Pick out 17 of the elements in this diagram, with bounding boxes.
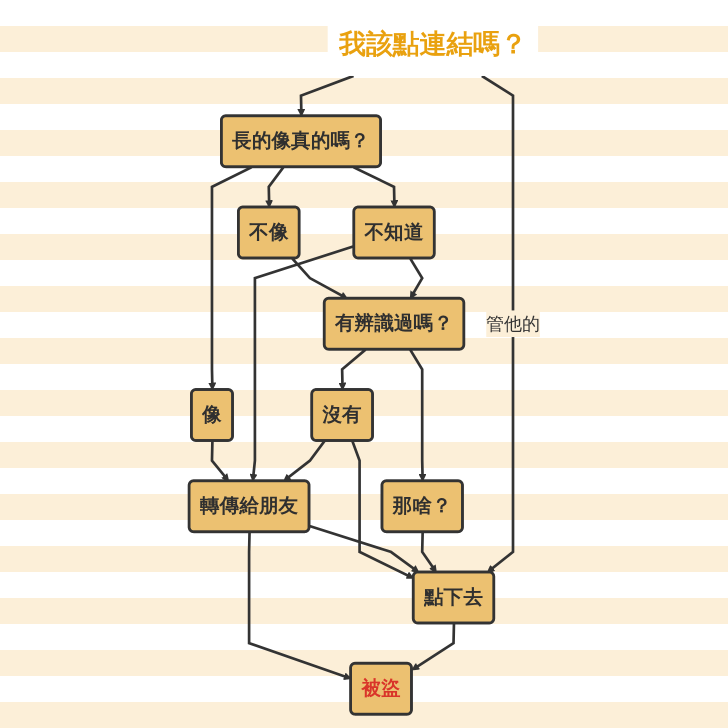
arrow <box>290 258 348 300</box>
arrow <box>420 532 436 573</box>
arrow <box>296 74 354 117</box>
edge-label: 管他的 <box>486 313 540 334</box>
arrow <box>408 258 424 300</box>
arrow <box>210 440 229 482</box>
arrow <box>208 166 252 390</box>
arrow <box>338 348 366 390</box>
arrow <box>480 74 514 573</box>
arrow <box>308 524 419 573</box>
arrow <box>352 166 398 208</box>
arrow <box>247 532 351 680</box>
arrow <box>411 623 455 670</box>
arrow <box>350 440 414 579</box>
arrow <box>264 166 284 208</box>
arrow <box>282 440 326 482</box>
arrow <box>408 348 426 482</box>
